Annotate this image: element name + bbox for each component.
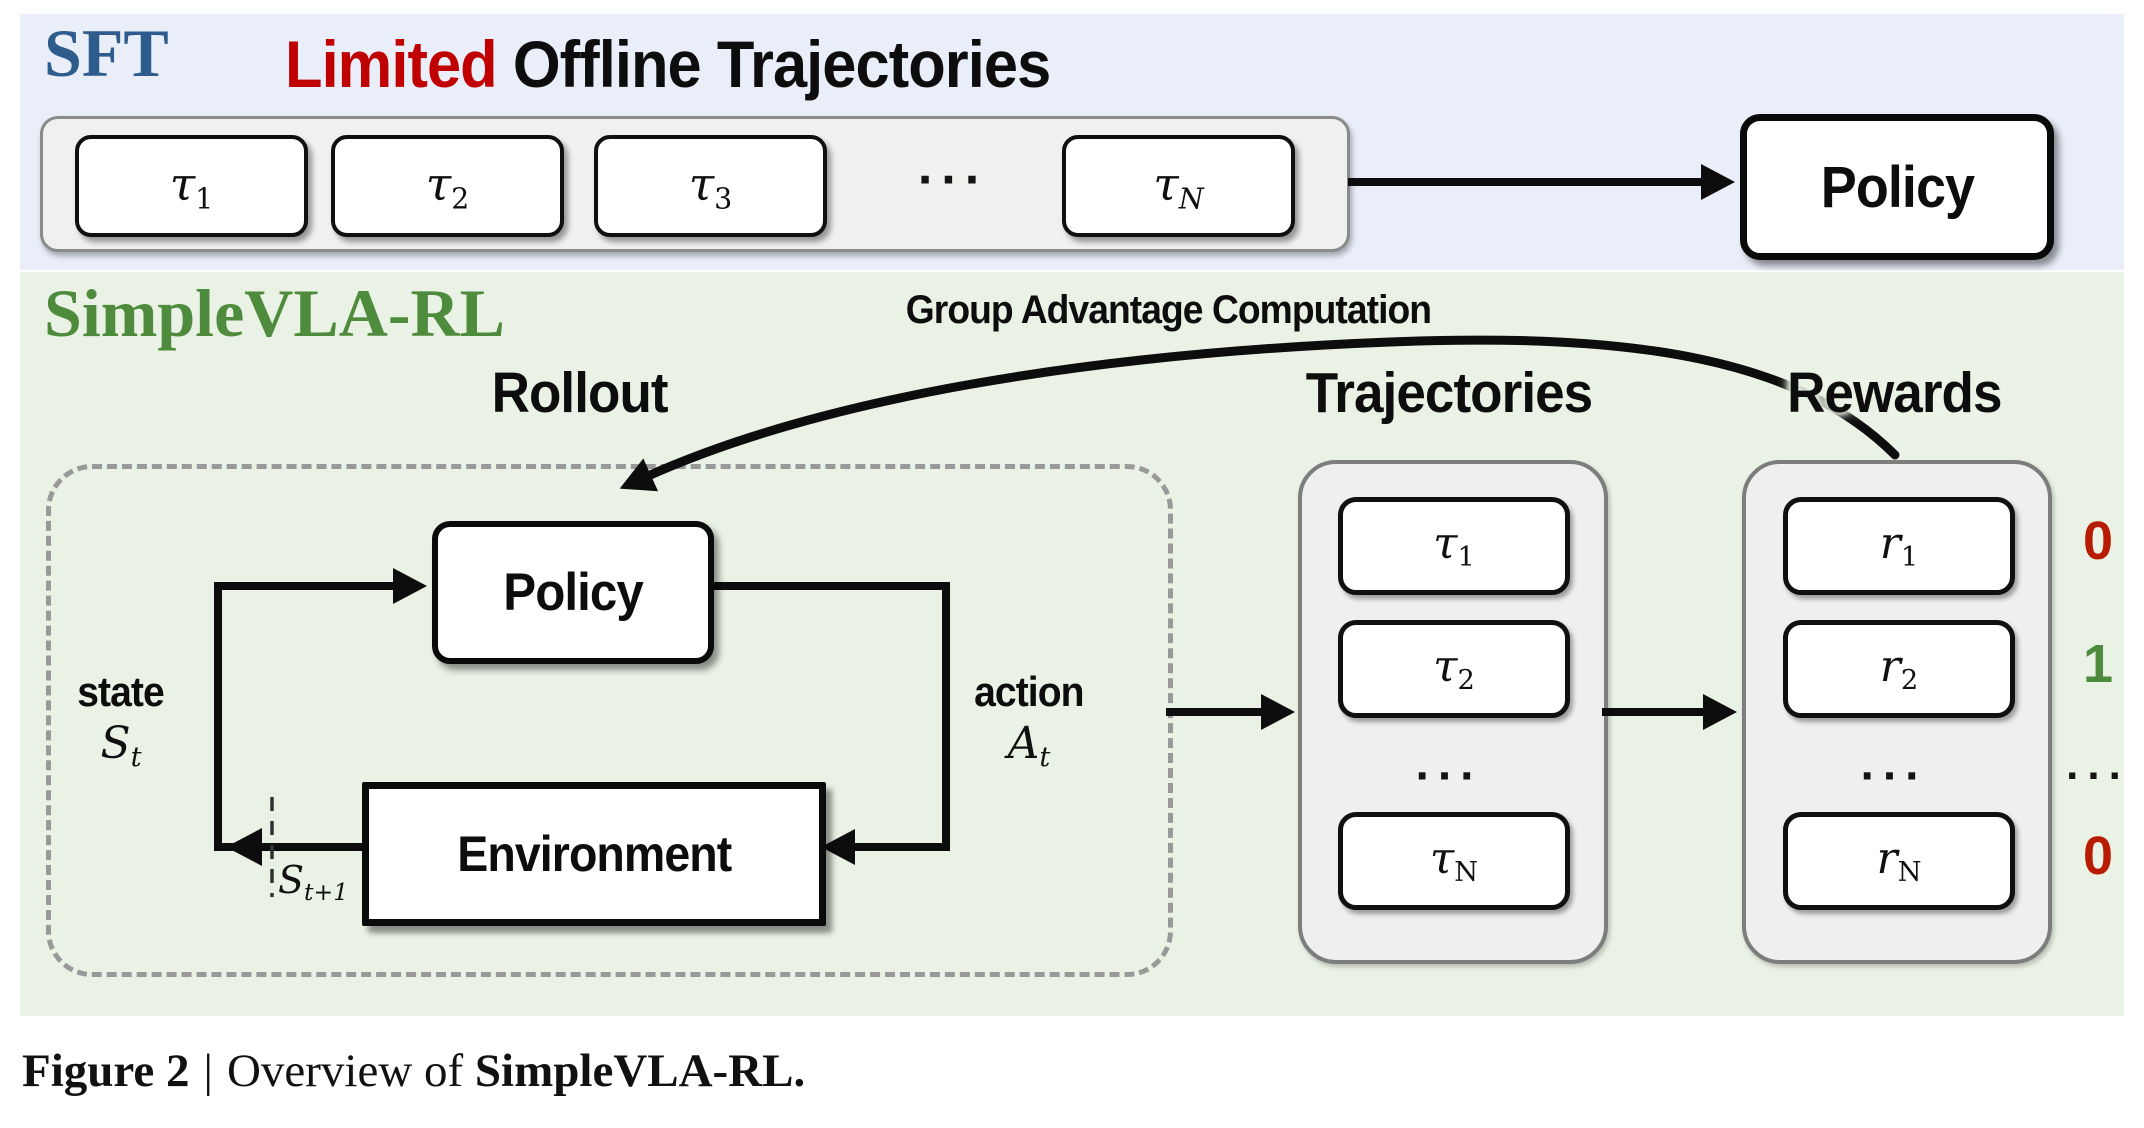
trajectory-box-1: τ1 bbox=[75, 135, 308, 237]
state-symbol: St bbox=[100, 718, 142, 774]
group-advantage-heading: Group Advantage Computation bbox=[905, 288, 1431, 332]
caption-subject: SimpleVLA-RL. bbox=[474, 1045, 806, 1097]
trajectory-item-2: τ2 bbox=[1338, 620, 1570, 718]
caption-separator: | bbox=[203, 1045, 213, 1097]
policy-label: Policy bbox=[1820, 154, 1974, 220]
reward-label: r2 bbox=[1879, 641, 1919, 697]
policy-label: Policy bbox=[503, 563, 644, 622]
rl-section-label: SimpleVLA-RL bbox=[44, 275, 505, 351]
reward-values-ellipsis: ... bbox=[2066, 739, 2130, 789]
trajectory-label: τN bbox=[1153, 156, 1204, 216]
trajectories-heading: Trajectories bbox=[1305, 361, 1593, 425]
rewards-heading: Rewards bbox=[1786, 361, 2002, 425]
environment-label: Environment bbox=[457, 826, 732, 882]
rollout-heading: Rollout bbox=[491, 361, 669, 425]
sft-title-highlight: Limited bbox=[285, 27, 498, 101]
trajectory-box-n: τN bbox=[1062, 135, 1295, 237]
trajectory-label: τ2 bbox=[425, 156, 470, 216]
rollout-dashed-boundary bbox=[46, 464, 1173, 977]
sft-title: Limited Offline Trajectories bbox=[285, 26, 1108, 102]
trajectory-item-1: τ1 bbox=[1338, 497, 1570, 595]
trajectories-ellipsis: ... bbox=[1415, 737, 1483, 791]
reward-item-2: r2 bbox=[1783, 620, 2015, 718]
rollout-policy-box: Policy bbox=[432, 521, 714, 664]
caption-figure-number: Figure 2 bbox=[22, 1045, 190, 1097]
trajectory-label: τ1 bbox=[1433, 518, 1475, 574]
trajectory-item-n: τN bbox=[1338, 812, 1570, 910]
trajectory-label: τ3 bbox=[688, 156, 733, 216]
sft-section-label: SFT bbox=[44, 15, 169, 91]
rewards-ellipsis: ... bbox=[1860, 737, 1928, 791]
next-state-symbol: St+1 bbox=[278, 858, 349, 907]
reward-label: r1 bbox=[1879, 518, 1919, 574]
caption-prefix: Overview of bbox=[226, 1045, 464, 1097]
trajectory-label: τ2 bbox=[1433, 641, 1475, 697]
trajectory-box-3: τ3 bbox=[594, 135, 827, 237]
trajectory-label: τN bbox=[1429, 833, 1479, 889]
tray-ellipsis: ... bbox=[917, 137, 989, 196]
trajectory-label: τ1 bbox=[169, 156, 214, 216]
figure-caption: Figure 2|Overview of SimpleVLA-RL. bbox=[22, 1044, 805, 1098]
trajectory-box-2: τ2 bbox=[331, 135, 564, 237]
reward-item-n: rN bbox=[1783, 812, 2015, 910]
reward-value-1: 0 bbox=[2082, 511, 2114, 571]
action-symbol: At bbox=[1007, 718, 1051, 774]
reward-value-n: 0 bbox=[2082, 826, 2114, 886]
reward-value-2: 1 bbox=[2082, 634, 2114, 694]
sft-policy-box: Policy bbox=[1740, 114, 2054, 260]
reward-item-1: r1 bbox=[1783, 497, 2015, 595]
environment-box: Environment bbox=[362, 782, 826, 926]
state-label: state St bbox=[36, 668, 206, 773]
reward-label: rN bbox=[1876, 833, 1922, 889]
action-label: action At bbox=[944, 668, 1114, 773]
sft-title-rest: Offline Trajectories bbox=[496, 27, 1051, 101]
